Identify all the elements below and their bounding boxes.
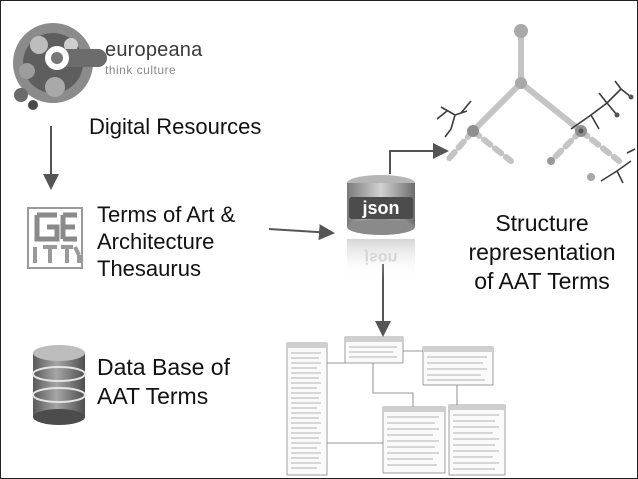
database-line-2: AAT Terms [97, 383, 209, 409]
arrow-getty-to-json [268, 224, 335, 241]
er-schema-diagram [286, 336, 506, 476]
schema-table-3 [422, 346, 494, 386]
getty-logo-icon [27, 207, 83, 269]
json-database-icon: json json [347, 175, 415, 279]
digital-resources-label: Digital Resources [89, 114, 262, 139]
aat-thesaurus-line-2: Architecture [97, 229, 215, 254]
database-label: Data Base of AAT Terms [97, 353, 230, 411]
structure-line-1: Structure [495, 210, 589, 236]
database-stack-icon [32, 345, 86, 425]
aat-thesaurus-line-1: Terms of Art & [97, 202, 236, 227]
schema-table-4 [382, 406, 446, 474]
json-reflection-text: json [364, 249, 398, 266]
arrow-json-to-structure [389, 143, 449, 174]
europeana-logo-icon [13, 23, 107, 110]
europeana-tagline: think culture [105, 63, 177, 77]
europeana-wordmark: europeana [105, 39, 203, 61]
aat-thesaurus-line-3: Thesaurus [97, 256, 201, 281]
structure-line-3: of AAT Terms [474, 268, 610, 294]
tree-structure-icon [436, 24, 636, 184]
json-label: json [361, 198, 399, 218]
structure-representation-label: Structure representation of AAT Terms [449, 209, 635, 296]
database-line-1: Data Base of [97, 354, 230, 380]
structure-line-2: representation [468, 239, 616, 265]
aat-thesaurus-label: Terms of Art & Architecture Thesaurus [97, 201, 235, 282]
